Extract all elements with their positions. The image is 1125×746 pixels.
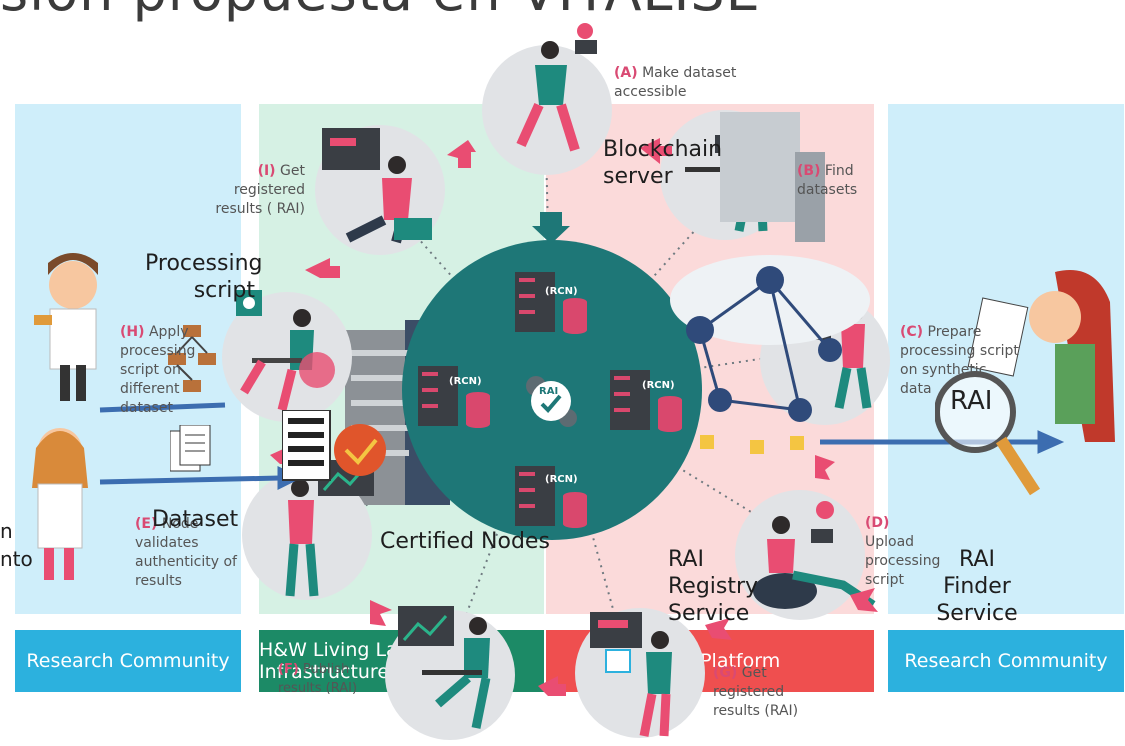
rcn-label-left: (RCN) [449, 376, 482, 387]
label-a: (A) Make dataset accessible [614, 64, 764, 102]
person-e-icon [285, 460, 374, 597]
researcher-woman-icon [32, 428, 88, 580]
rcn-label-right: (RCN) [642, 380, 675, 391]
label-g: (G) Get registered results (RAI) [713, 664, 813, 721]
label-f-key: (F) [278, 662, 299, 677]
researcher-man-icon [34, 253, 98, 401]
left-edge-text-2: nto [0, 547, 33, 571]
label-i: (I) Get registered results ( RAI) [205, 162, 305, 219]
label-c-text: Prepare processing script on synthetic d… [900, 324, 1019, 397]
label-b-key: (B) [797, 163, 821, 179]
person-i-icon [322, 128, 432, 244]
blockchain-network-icon [670, 255, 870, 454]
rcn-node-bottom-icon [515, 466, 587, 528]
person-h-icon [236, 290, 335, 412]
server-building-icon [720, 112, 825, 242]
label-dataset: Dataset [152, 507, 239, 532]
flowchart-icon [168, 325, 216, 392]
rcn-label-top: (RCN) [545, 286, 578, 297]
label-i-text: Get registered results ( RAI) [215, 163, 305, 217]
label-b-text: Find datasets [797, 163, 858, 198]
label-h-text: Apply processing script on different dat… [120, 324, 196, 416]
label-a-text: Make dataset accessible [614, 65, 737, 100]
label-g-key: (G) [713, 665, 738, 681]
label-d-text: Upload processing script [865, 534, 941, 588]
label-rai-finder: RAI Finder Service [936, 547, 1018, 626]
label-i-key: (I) [257, 163, 276, 179]
rcn-node-right-icon [610, 370, 682, 432]
label-c: (C) Prepare processing script on synthet… [900, 323, 1020, 399]
label-h-key: (H) [120, 324, 145, 340]
left-edge-text-1: n [0, 519, 13, 543]
documents-icon [170, 425, 211, 472]
rcn-label-bottom: (RCN) [545, 474, 578, 485]
label-d-key: (D) [865, 515, 890, 531]
person-g-icon [590, 612, 672, 737]
label-f: (F) Publish results (RAI) [278, 660, 358, 698]
slide-title-fragment: sion propuesta en VITALISE [0, 0, 761, 23]
label-b: (B) Find datasets [797, 162, 867, 200]
bar-research-community-left: Research Community [15, 630, 241, 692]
rai-gear-badge-icon [526, 376, 577, 427]
label-processing-script: Processing script [145, 251, 263, 303]
person-f-icon [398, 606, 491, 729]
label-a-key: (A) [614, 65, 638, 81]
label-f-text: Publish results (RAI) [278, 662, 358, 696]
label-e-text: Node validates authenticity of results [135, 516, 237, 589]
label-certified-nodes: Certified Nodes [380, 529, 550, 554]
label-rai-registry: RAI Registry Service [668, 547, 759, 626]
down-arrow-icon [532, 212, 570, 244]
label-c-key: (C) [900, 324, 924, 340]
label-e: (E) Node validates authenticity of resul… [135, 515, 245, 591]
rcn-node-left-icon [418, 366, 490, 428]
label-g-text: Get registered results (RAI) [713, 665, 799, 719]
rcn-node-top-icon [515, 272, 587, 334]
bar-research-community-right: Research Community [888, 630, 1124, 692]
certificate-badge-icon [282, 410, 386, 481]
person-a-icon [516, 23, 597, 152]
label-e-key: (E) [135, 516, 158, 532]
magnifier-woman-icon [935, 270, 1115, 496]
label-h: (H) Apply processing script on different… [120, 323, 230, 418]
magnifier-rai-text: RAI [950, 386, 993, 416]
rai-center-label: RAI [539, 386, 559, 397]
label-d: (D) Upload processing script [865, 514, 940, 590]
label-blockchain-server: Blockchain server [603, 137, 723, 189]
